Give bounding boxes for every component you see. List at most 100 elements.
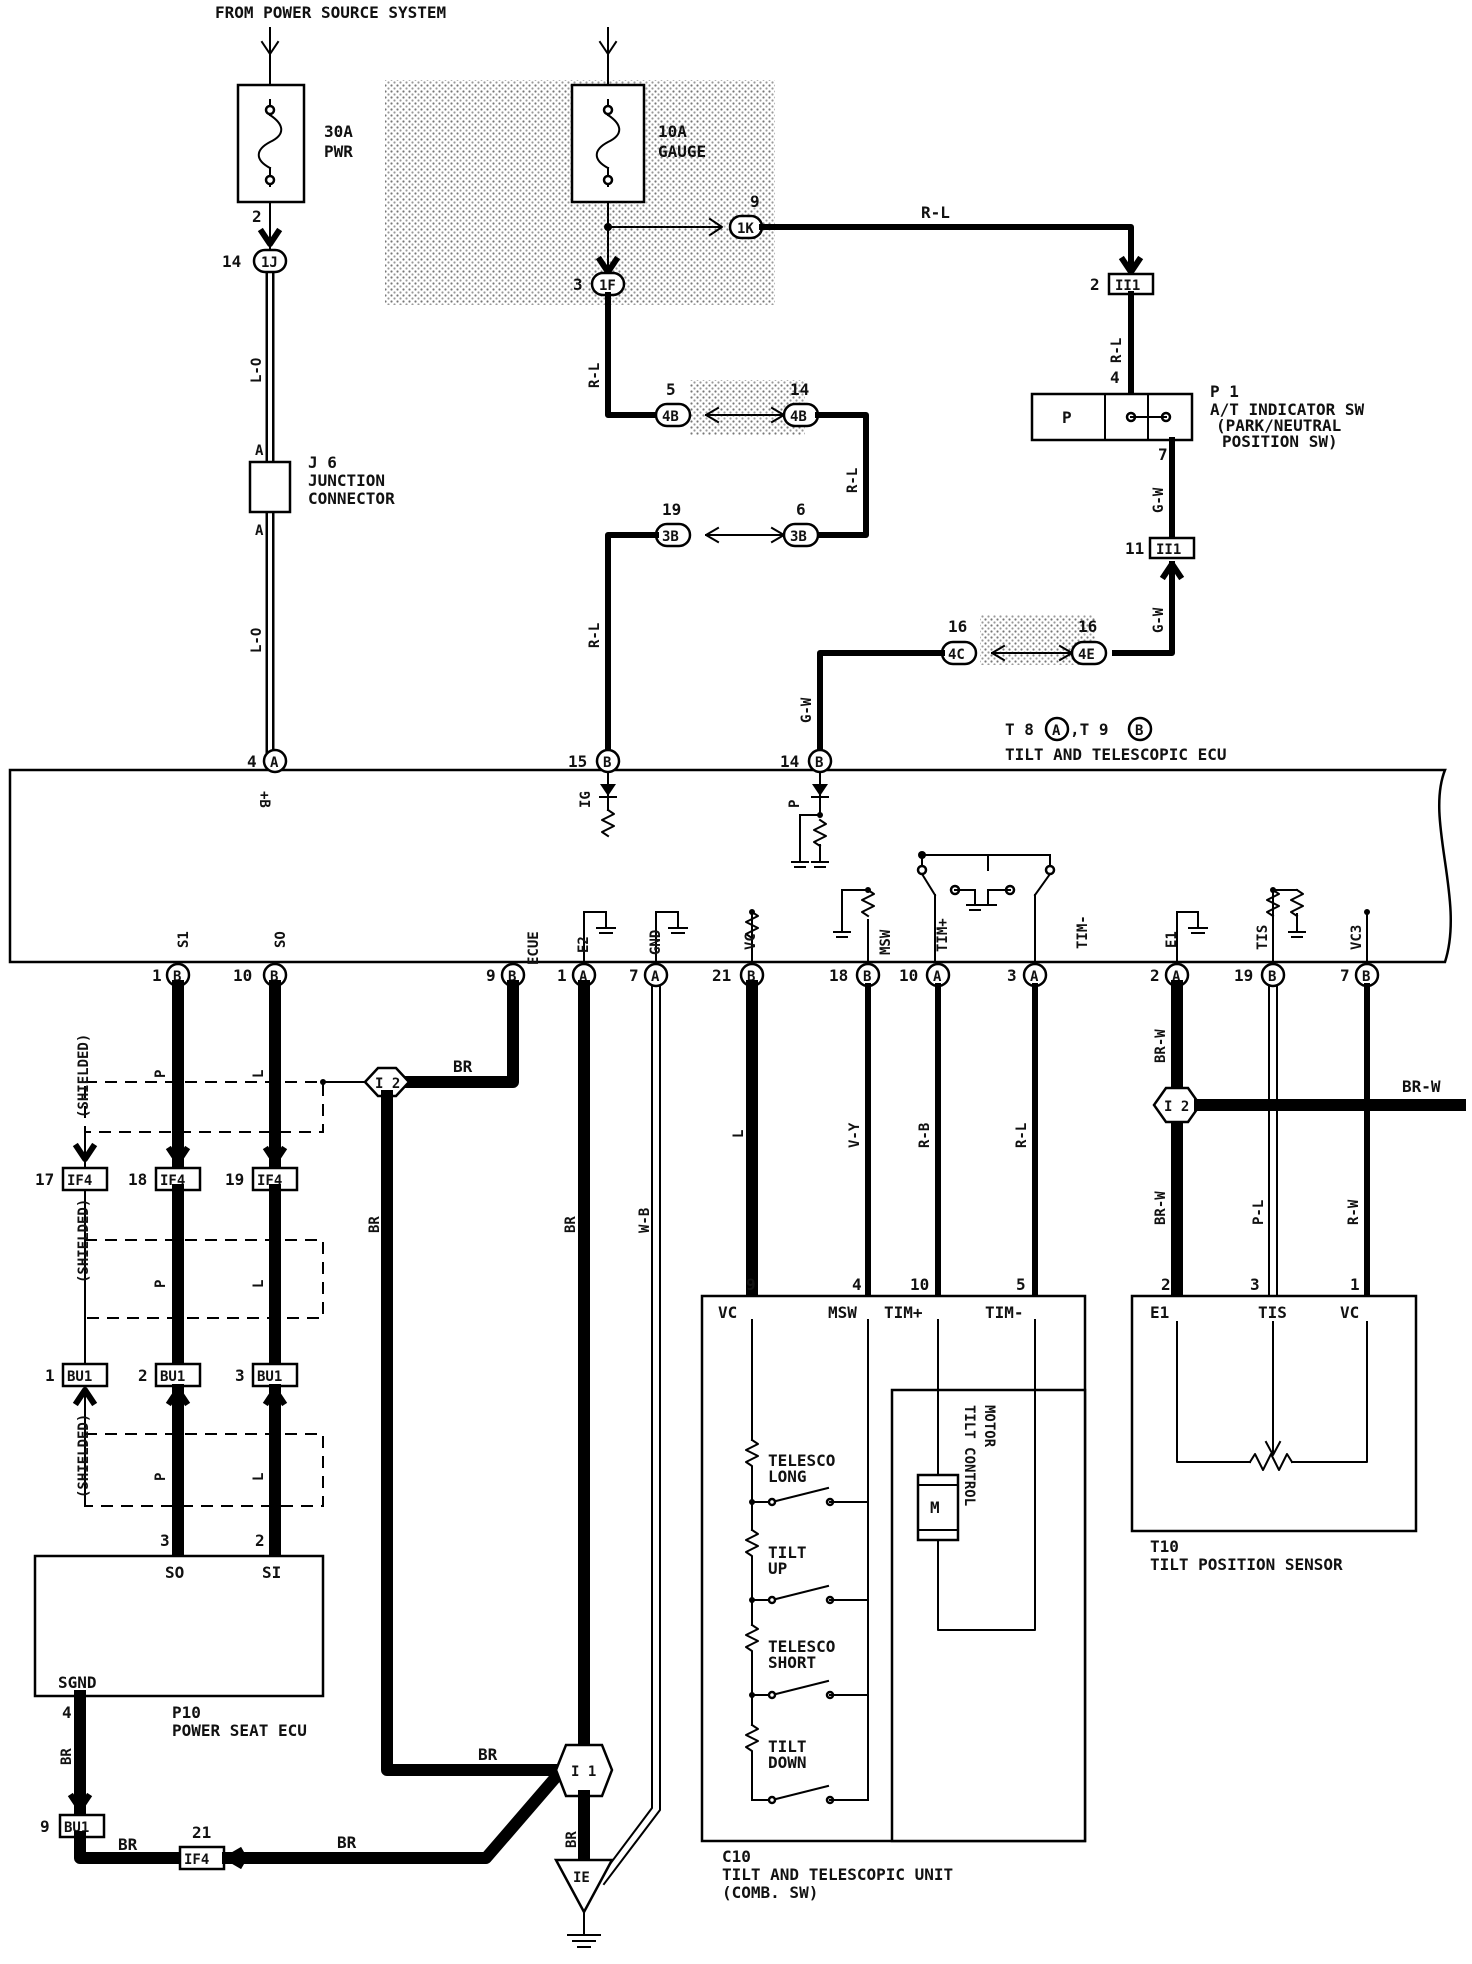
wire-color-rl-1f: R-L [587, 363, 603, 388]
pin-bu1-9: 9 [40, 1817, 50, 1836]
shield-box-2 [84, 1239, 324, 1319]
connector-arrow-icon [1118, 255, 1144, 275]
shield-box-1 [84, 1081, 324, 1133]
ground-point-ie [553, 1858, 615, 1915]
svg-text:4E: 4E [1078, 647, 1095, 663]
pin-bu1-2: 2 [138, 1366, 148, 1385]
junction-connector-j6 [248, 460, 292, 514]
connector-4c: 4C [940, 640, 978, 666]
svg-text:3B: 3B [790, 529, 807, 545]
ecu-sig-so: SO [273, 931, 289, 948]
wire-color-br-i2: BR [367, 1216, 383, 1233]
shield-dot [320, 1079, 326, 1085]
t10-pin-e1-num: 2 [1161, 1275, 1171, 1294]
switch-telesco-short-2: SHORT [768, 1653, 816, 1672]
wire-color-br-e2: BR [563, 1216, 579, 1233]
ecu-sig-tim-minus: TIM- [1075, 915, 1091, 949]
t10-pin-tis: TIS [1258, 1303, 1287, 1322]
c10-pin-timp: TIM+ [884, 1303, 923, 1322]
ecu-sig-e1: E1 [1164, 931, 1180, 948]
wire-color-lo-1: L-O [249, 358, 265, 383]
wire-gw-ii1-4e [1112, 561, 1175, 656]
switch-telesco-long-2: LONG [768, 1467, 807, 1486]
connector-3b-right: 3B [782, 522, 820, 548]
wire-color-gw-3: G-W [799, 697, 815, 723]
pin-label-4c: 16 [948, 617, 967, 636]
wire-br-ecue-i2 [403, 980, 519, 1088]
connector-if4-row1: IF4 IF4 IF4 [61, 1166, 299, 1192]
diode-p [791, 771, 829, 868]
wire-color-gw-2: G-W [1151, 607, 1167, 633]
connector-arrow-icon [67, 1792, 93, 1812]
wire-color-gw-1: G-W [1151, 487, 1167, 513]
wire-color-vy: V-Y [847, 1122, 863, 1148]
p10-pin-sgnd: SGND [58, 1673, 97, 1692]
p1-line2: (PARK/NEUTRAL [1216, 416, 1341, 435]
fuse-10a-name: GAUGE [658, 142, 706, 161]
ecu-sig-msw: MSW [878, 929, 894, 955]
pin-bu1-3: 3 [235, 1366, 245, 1385]
c10-pin-vc: VC [718, 1303, 737, 1322]
ecu-bottom-pins: B B B A A B B A A A B B [165, 962, 1380, 988]
connector-1j: 1J [252, 248, 288, 274]
svg-text:A: A [579, 969, 588, 985]
pin-bu1-1: 1 [45, 1366, 55, 1385]
ecu-top-pin-b-plus: A [262, 748, 288, 774]
svg-text:A: A [270, 755, 279, 771]
pin-label-3b-right: 6 [796, 500, 806, 519]
c10-pin-vc-num: 9 [746, 1275, 756, 1294]
svg-text:1F: 1F [599, 278, 616, 294]
wire-color-l-1: L [251, 1070, 267, 1078]
c10-pin-timp-num: 10 [910, 1275, 929, 1294]
ecu-top-pin-num-2: 15 [568, 752, 587, 771]
ecu-conn-a: A [1052, 723, 1061, 739]
ecu-name: TILT AND TELESCOPIC ECU [1005, 745, 1227, 764]
pin-label-4e: 16 [1078, 617, 1097, 636]
wire-color-p-3: P [153, 1473, 169, 1481]
wire-color-rl-3b: R-L [587, 623, 603, 648]
switch-tilt-up-1: TILT [768, 1543, 807, 1562]
junction-id: J 6 [308, 453, 337, 472]
ecu-sig-ecue: ECUE [526, 931, 542, 965]
wire-rl-3b-ecu [605, 532, 659, 755]
splice-i2-left-label: I 2 [375, 1076, 400, 1092]
ecu-conn-a-circle [1044, 716, 1070, 742]
pin-label-1k: 9 [750, 192, 760, 211]
wire-color-rl-p1: R-L [1109, 338, 1125, 363]
power-source-label: FROM POWER SOURCE SYSTEM [215, 3, 446, 22]
wire-color-rl-4b: R-L [845, 468, 861, 493]
svg-text:II1: II1 [1115, 278, 1140, 294]
connector-arrow-icon [262, 1145, 288, 1165]
wire-color-brw-1: BR-W [1153, 1029, 1169, 1063]
motor-symbol: M [930, 1498, 940, 1517]
c10-id: C10 [722, 1847, 751, 1866]
wire-color-brw-out: BR-W [1402, 1077, 1441, 1096]
ecu-top-sig-2: IG [578, 791, 594, 808]
fuse-30a-name: PWR [324, 142, 353, 161]
ecu-sig-vc3: VC3 [1349, 925, 1365, 950]
wire-color-l-3: L [251, 1473, 267, 1481]
ecu-bottom-pin-numbers: 1 10 9 1 7 21 18 10 3 2 19 7 [152, 966, 1350, 985]
svg-text:2: 2 [1150, 966, 1160, 985]
wire-color-p-1: P [153, 1070, 169, 1078]
svg-text:4B: 4B [662, 409, 679, 425]
ecu-conn-b: B [1135, 723, 1143, 739]
t10-pin-vc: VC [1340, 1303, 1359, 1322]
pin-label-3b-left: 19 [662, 500, 681, 519]
ground-gnd-icon [655, 911, 688, 963]
connector-4b-right: 4B [782, 402, 820, 428]
svg-text:BU1: BU1 [257, 1369, 282, 1385]
arrow-right-icon [770, 526, 785, 544]
t10-name: TILT POSITION SENSOR [1150, 1555, 1343, 1574]
p10-pin-si-num: 2 [255, 1531, 265, 1550]
ecu-sig-vc: VC [743, 933, 759, 950]
pin-if4-18: 18 [128, 1170, 147, 1189]
svg-text:7: 7 [629, 966, 639, 985]
svg-text:A: A [651, 969, 660, 985]
ecu-sig-e2: E2 [576, 936, 592, 953]
ecu-conn-sep: ,T 9 [1070, 720, 1109, 739]
switch-tilt-up-2: UP [768, 1559, 787, 1578]
junction-line2: CONNECTOR [308, 489, 395, 508]
c10-pin-timm-num: 5 [1016, 1275, 1026, 1294]
wire-color-br-ecue: BR [453, 1057, 473, 1076]
